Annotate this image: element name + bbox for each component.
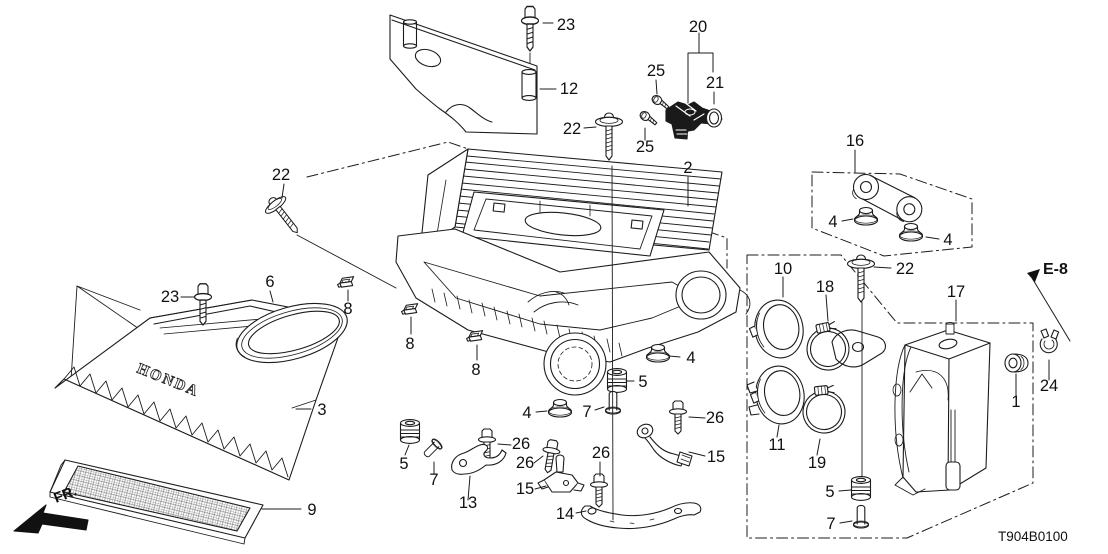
part-22-bolt-washer — [594, 112, 624, 161]
callout-21: 21 — [706, 74, 724, 92]
callout-4-2: 4 — [943, 231, 952, 249]
callout-6: 6 — [265, 273, 274, 291]
part-5-mount-rubber — [399, 419, 421, 444]
callout-7-2: 7 — [429, 471, 438, 489]
part-22-bolt-washer — [260, 190, 308, 241]
callout-26-2: 26 — [512, 435, 530, 453]
part-12-cover-plate — [389, 14, 538, 135]
plate-collar-left — [402, 19, 418, 49]
callout-4-3: 4 — [686, 349, 695, 367]
part-25-screw — [638, 109, 660, 127]
callout-9: 9 — [307, 501, 316, 519]
part-4-grommet — [547, 398, 573, 418]
front-direction-label: FR. — [52, 483, 80, 506]
part-7-collar-pin — [420, 437, 444, 461]
assembly-axis-lines — [611, 165, 863, 521]
callout-25-1: 25 — [647, 62, 665, 80]
callout-5-2: 5 — [399, 455, 408, 473]
callout-10: 10 — [774, 260, 792, 278]
part-21-o-ring — [705, 108, 723, 128]
part-9-filter-element — [49, 459, 264, 545]
callout-2: 2 — [683, 159, 692, 177]
callout-20: 20 — [689, 18, 707, 36]
callout-8-3: 8 — [471, 361, 480, 379]
front-direction-arrow — [13, 504, 89, 534]
part-4-grommet — [853, 206, 879, 226]
callout-3: 3 — [317, 401, 326, 419]
part-15-bracket — [636, 423, 693, 467]
air-cleaner-housing-base — [395, 228, 887, 396]
callout-5-3: 5 — [825, 483, 834, 501]
callout-17: 17 — [947, 283, 965, 301]
callout-22-1: 22 — [563, 120, 581, 138]
part-17-resonator — [892, 321, 991, 496]
callout-12: 12 — [560, 80, 578, 98]
callout-8-1: 8 — [343, 300, 352, 318]
part-8-clip — [336, 276, 356, 289]
callout-15-1: 15 — [707, 448, 725, 466]
part-2-air-cleaner-cover — [419, 148, 723, 257]
plate-collar-right — [521, 69, 537, 101]
callout-23-1: 23 — [557, 16, 575, 34]
callout-24: 24 — [1040, 377, 1058, 395]
part-4-grommet — [898, 222, 924, 242]
callout-7-3: 7 — [826, 515, 835, 533]
callout-13: 13 — [459, 494, 477, 512]
callout-4-4: 4 — [522, 404, 531, 422]
callout-25-2: 25 — [636, 138, 654, 156]
part-8-clip — [400, 303, 420, 316]
part-26-bolt — [589, 473, 609, 508]
leader-lines — [180, 22, 1071, 524]
callout-14: 14 — [556, 505, 574, 523]
part-19-tube-clamp — [797, 378, 852, 439]
callout-1: 1 — [1011, 393, 1020, 411]
diagram-code: T904B0100 — [998, 529, 1068, 544]
part-13-bracket — [451, 443, 507, 475]
part-14-stay-bracket — [580, 502, 702, 530]
callout-11: 11 — [768, 436, 785, 454]
callout-5-1: 5 — [638, 373, 647, 391]
part-22-bolt-washer — [846, 254, 876, 303]
callout-8-2: 8 — [405, 335, 414, 353]
callout-26-4: 26 — [592, 444, 610, 462]
callout-26-3: 26 — [516, 454, 534, 472]
part-5-mount-rubber — [606, 368, 628, 393]
part-11-air-in-tube — [745, 361, 810, 430]
part-15-bracket — [537, 454, 585, 493]
reference-e8-label: E-8 — [1043, 261, 1068, 278]
part-23-bolt — [520, 5, 540, 52]
callout-4-1: 4 — [828, 213, 837, 231]
e8-arrowhead — [1027, 269, 1040, 282]
part-25-screw — [650, 93, 672, 111]
callout-26-1: 26 — [706, 409, 724, 427]
callout-15-2: 15 — [516, 480, 534, 498]
part-5-mount-rubber — [850, 476, 872, 501]
callout-7-1: 7 — [582, 403, 591, 421]
callout-18: 18 — [816, 278, 834, 296]
part-20-air-flow-sensor — [665, 101, 723, 140]
part-7-collar-pin — [852, 504, 870, 529]
part-1-grommet-bushing — [1004, 353, 1029, 373]
callout-19: 19 — [808, 454, 826, 472]
part-10-air-in-tube — [744, 295, 809, 364]
callout-22-2: 22 — [272, 166, 290, 184]
part-8-clip — [465, 330, 485, 343]
part-26-bolt — [668, 400, 688, 435]
part-24-clip — [1039, 328, 1060, 354]
callout-23-2: 23 — [161, 288, 179, 306]
callout-16: 16 — [846, 132, 864, 150]
part-16-stay-bracket — [849, 172, 927, 242]
callout-22-3: 22 — [896, 260, 914, 278]
